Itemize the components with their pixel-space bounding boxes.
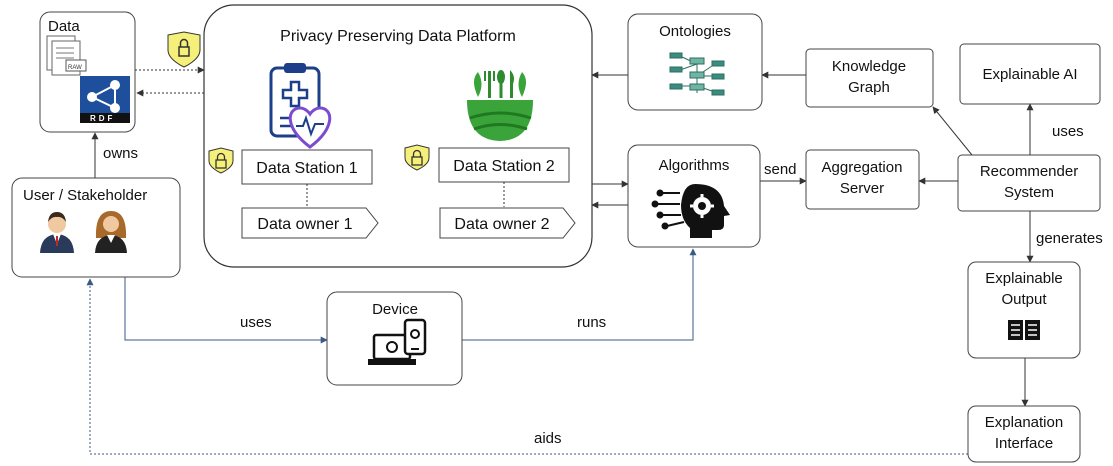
data-owner-1-shape [241,207,379,239]
businessman-icon [40,212,74,253]
data-station-1: Data Station 1 Data owner 1 [208,147,379,239]
ontologies-box: Ontologies [627,13,763,111]
devices-icon [368,318,427,365]
rdf-tag: RDF [90,114,115,123]
data-box: Data RAW RDF [39,11,136,133]
privacy-platform-box: Privacy Preserving Data Platform [203,4,593,268]
data-station-2-label: Data Station 2 [453,158,555,175]
explainable-output-line2: Output [1001,291,1047,308]
data-station-1-label: Data Station 1 [256,160,358,177]
explanation-interface-line1: Explanation [985,414,1063,431]
explanation-interface-box: Explanation Interface [967,405,1081,463]
recommender-line2: System [1004,184,1054,201]
medical-clipboard-icon [269,63,332,149]
uses-device-arrow [124,277,328,344]
aids-label: aids [534,430,562,447]
businesswoman-icon [95,211,127,253]
knowledge-graph-box: Knowledge Graph [805,48,934,108]
aggregation-line1: Aggregation [822,159,903,176]
runs-label: runs [577,314,606,331]
explainable-output-line1: Explainable [985,270,1063,287]
ontologies-title: Ontologies [659,23,731,40]
send-label: send [764,161,797,178]
open-book-icon [1008,320,1040,340]
shield-lock-icon [167,31,201,68]
algorithms-box: Algorithms [627,144,761,248]
device-title: Device [372,301,418,318]
explanation-interface-line2: Interface [995,435,1053,452]
ai-head-gear-icon [651,184,730,238]
agriculture-food-icon [467,70,533,141]
aggregation-server-box: Aggregation Server [805,149,920,210]
aggregation-line2: Server [840,180,884,197]
recommender-to-kg-arrow [932,106,973,156]
aids-arrow [86,278,968,455]
user-stakeholder-box: User / Stakeholder [11,177,181,278]
data-station-2: Data Station 2 Data owner 2 [404,144,576,239]
user-stakeholder-title: User / Stakeholder [23,187,147,204]
knowledge-graph-line2: Graph [848,79,890,96]
platform-title: Privacy Preserving Data Platform [280,28,516,45]
recommender-line1: Recommender [980,163,1078,180]
data-owner-2-shape [439,207,576,239]
knowledge-graph-line1: Knowledge [832,58,906,75]
algorithms-title: Algorithms [659,157,730,174]
device-box: Device [326,291,463,386]
ontology-graph-icon [669,52,725,96]
document-icon: RAW [46,35,87,76]
explainable-ai-title: Explainable AI [982,66,1077,83]
data-owner-1-label: Data owner 1 [257,216,352,233]
explainable-ai-box: Explainable AI [959,43,1101,105]
edge-labels: owns uses runs send uses generates aids [103,123,1103,447]
explainable-output-box: Explainable Output [967,261,1081,359]
rdf-icon: RDF [80,76,130,123]
connectors [86,66,1034,455]
uses-xai-label: uses [1052,123,1084,140]
data-owner-2-label: Data owner 2 [454,216,549,233]
generates-label: generates [1036,230,1103,247]
uses-device-label: uses [240,314,272,331]
raw-tag: RAW [68,65,82,71]
runs-arrow [462,248,697,341]
owns-label: owns [103,145,138,162]
data-title: Data [48,18,80,35]
recommender-system-box: Recommender System [957,154,1101,212]
